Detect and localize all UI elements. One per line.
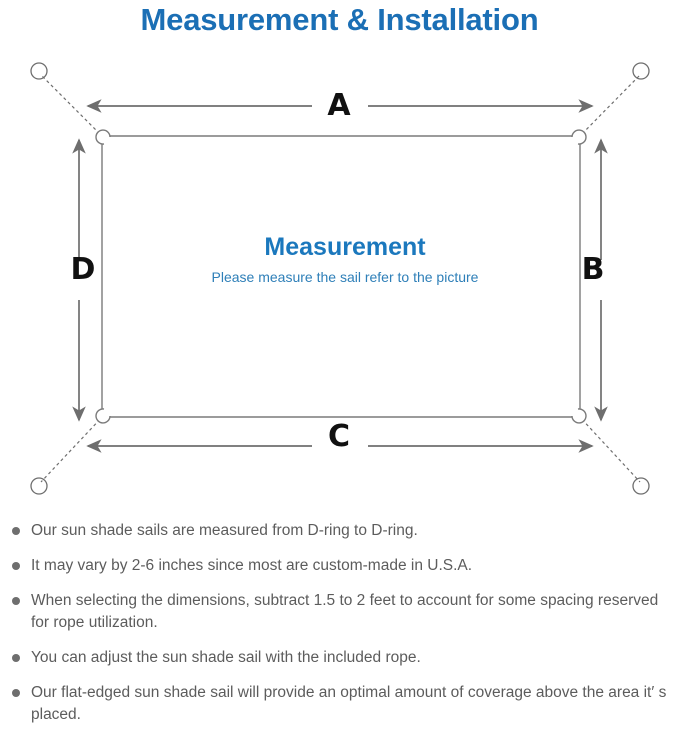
notes-list: Our sun shade sails are measured from D-… [0, 520, 679, 739]
sail-measurement-diagram: Measurement Please measure the sail refe… [0, 52, 679, 512]
note-item: It may vary by 2-6 inches since most are… [0, 555, 679, 577]
bullet-icon [12, 597, 20, 605]
note-item: Our flat-edged sun shade sail will provi… [0, 682, 679, 726]
dimension-label-A: A [327, 88, 351, 123]
d-rings [95, 129, 587, 424]
anchor-point-top-right [632, 62, 650, 80]
page-title: Measurement & Installation [140, 2, 539, 37]
rope-top-left [40, 74, 105, 139]
d-ring-bottom-left [95, 408, 111, 424]
sail-body [101, 135, 581, 418]
anchor-point-bottom-right [632, 477, 650, 495]
dimension-label-C: C [327, 419, 351, 454]
d-ring-top-left [95, 129, 111, 145]
rope-bottom-right [577, 414, 641, 483]
note-item: Our sun shade sails are measured from D-… [0, 520, 679, 542]
note-text: It may vary by 2-6 inches since most are… [31, 557, 473, 574]
note-item: You can adjust the sun shade sail with t… [0, 647, 679, 669]
note-text: When selecting the dimensions, subtract … [31, 592, 659, 631]
dimension-label-D: D [70, 252, 96, 287]
dimension-label-B: B [581, 252, 605, 287]
anchor-points [30, 62, 650, 495]
diagram-svg [30, 62, 650, 495]
bullet-icon [12, 527, 20, 535]
note-text: You can adjust the sun shade sail with t… [31, 649, 421, 666]
rope-bottom-left [40, 414, 105, 483]
note-text: Our flat-edged sun shade sail will provi… [31, 684, 667, 723]
sail-outline [101, 135, 581, 418]
note-text: Our sun shade sails are measured from D-… [31, 522, 418, 539]
bullet-icon [12, 689, 20, 697]
d-ring-top-right [571, 129, 587, 145]
d-ring-bottom-right [571, 408, 587, 424]
rope-lines [40, 74, 641, 483]
anchor-point-top-left [30, 62, 48, 80]
note-item: When selecting the dimensions, subtract … [0, 590, 679, 634]
bullet-icon [12, 562, 20, 570]
bullet-icon [12, 654, 20, 662]
anchor-point-bottom-left [30, 477, 48, 495]
rope-top-right [577, 74, 641, 139]
